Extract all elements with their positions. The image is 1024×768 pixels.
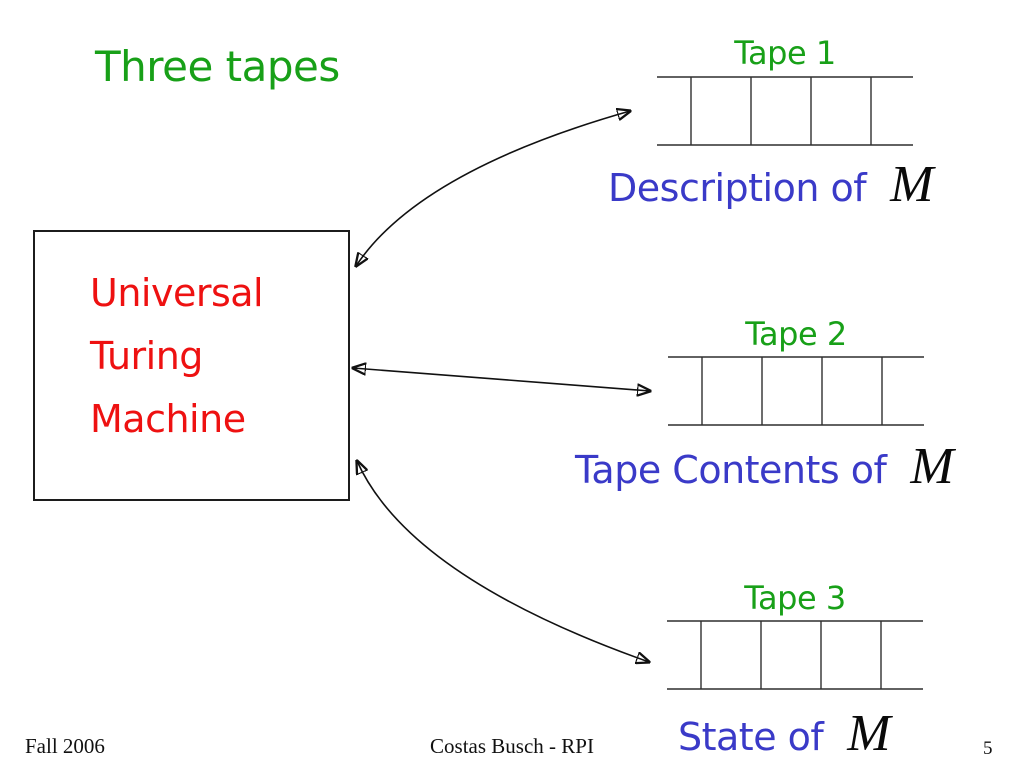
utm-box-line-1: Universal bbox=[90, 271, 264, 315]
tape3-caption-text: State of bbox=[678, 715, 824, 759]
footer-page-number: 5 bbox=[983, 738, 993, 759]
tape1-machine-symbol: M bbox=[890, 156, 934, 213]
utm-box-line-2: Turing bbox=[90, 334, 203, 378]
tape2-machine-symbol: M bbox=[910, 438, 954, 495]
tape3-caption: State of M bbox=[678, 704, 891, 763]
tape3-label: Tape 3 bbox=[744, 579, 846, 617]
tape1-label: Tape 1 bbox=[734, 34, 836, 72]
tape2-label: Tape 2 bbox=[745, 315, 847, 353]
tape1-caption: Description of M bbox=[608, 155, 933, 214]
tape2-cells bbox=[668, 356, 924, 426]
utm-box-line-3: Machine bbox=[90, 397, 246, 441]
tape1-caption-text: Description of bbox=[608, 166, 867, 210]
universal-turing-machine-box: Universal Turing Machine bbox=[33, 230, 350, 501]
tape2-caption-text: Tape Contents of bbox=[575, 448, 887, 492]
arrow-box-to-tape1 bbox=[356, 111, 630, 266]
tape3-cells bbox=[667, 620, 923, 690]
tape3-machine-symbol: M bbox=[847, 705, 891, 762]
tape2-caption: Tape Contents of M bbox=[575, 437, 954, 496]
footer-semester: Fall 2006 bbox=[25, 734, 105, 758]
tape1-cells bbox=[657, 76, 913, 146]
arrow-box-to-tape2 bbox=[353, 368, 650, 391]
slide-title: Three tapes bbox=[95, 42, 340, 91]
footer-author: Costas Busch - RPI bbox=[430, 734, 594, 758]
